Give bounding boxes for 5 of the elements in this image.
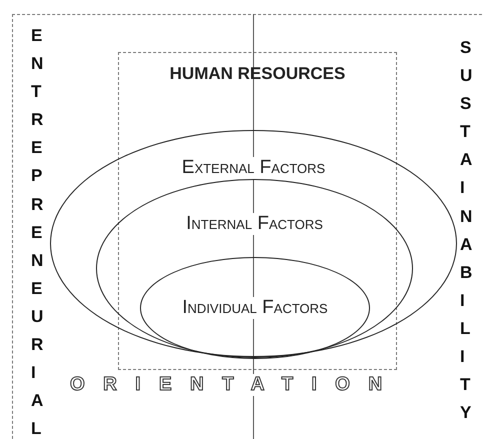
- vertical-label: SUSTAINABILITY: [459, 37, 479, 424]
- vertical-label: ENTREPRENEURIAL: [30, 25, 50, 439]
- ellipse-outline: [96, 179, 413, 358]
- ellipse-outline: [50, 130, 457, 357]
- ellipse-outline: [140, 257, 370, 359]
